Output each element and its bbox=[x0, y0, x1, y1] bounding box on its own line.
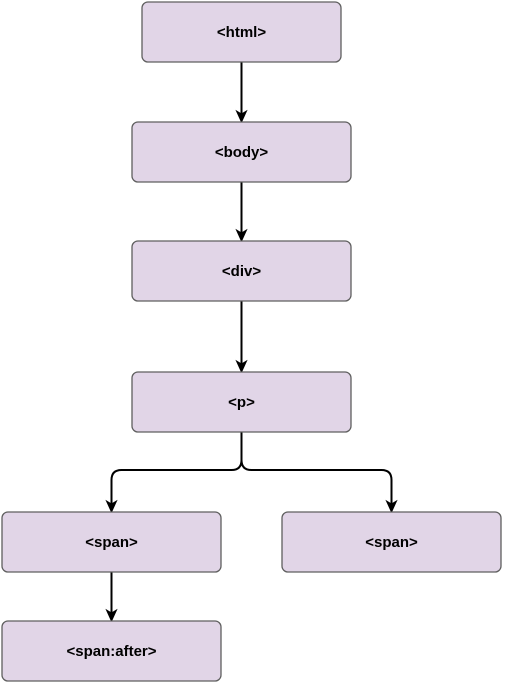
node-box-span1 bbox=[1, 511, 222, 573]
edge-div-to-p bbox=[235, 301, 248, 374]
edge-html-to-body bbox=[235, 62, 248, 124]
edge-span1-to-span-after bbox=[105, 572, 118, 623]
edge-p-to-span1 bbox=[105, 432, 243, 514]
edges-layer bbox=[105, 62, 398, 623]
node-div: <div> bbox=[131, 240, 352, 302]
node-label-body: <body> bbox=[215, 144, 269, 161]
node-label-html: <html> bbox=[217, 24, 266, 41]
node-box-body bbox=[131, 121, 352, 183]
node-label-div: <div> bbox=[222, 263, 261, 280]
edge-p-to-span2 bbox=[240, 432, 398, 514]
node-html: <html> bbox=[141, 1, 342, 63]
node-box-html bbox=[141, 1, 342, 63]
node-p: <p> bbox=[131, 371, 352, 433]
node-box-span2 bbox=[281, 511, 502, 573]
node-box-p bbox=[131, 371, 352, 433]
node-span1: <span> bbox=[1, 511, 222, 573]
node-label-span-after: <span:after> bbox=[66, 643, 156, 660]
node-box-div bbox=[131, 240, 352, 302]
edge-body-to-div bbox=[235, 182, 248, 243]
node-box-span-after bbox=[1, 620, 222, 682]
node-label-span1: <span> bbox=[85, 534, 138, 551]
node-label-span2: <span> bbox=[365, 534, 418, 551]
node-span-after: <span:after> bbox=[1, 620, 222, 682]
node-span2: <span> bbox=[281, 511, 502, 573]
node-label-p: <p> bbox=[228, 394, 255, 411]
node-body: <body> bbox=[131, 121, 352, 183]
